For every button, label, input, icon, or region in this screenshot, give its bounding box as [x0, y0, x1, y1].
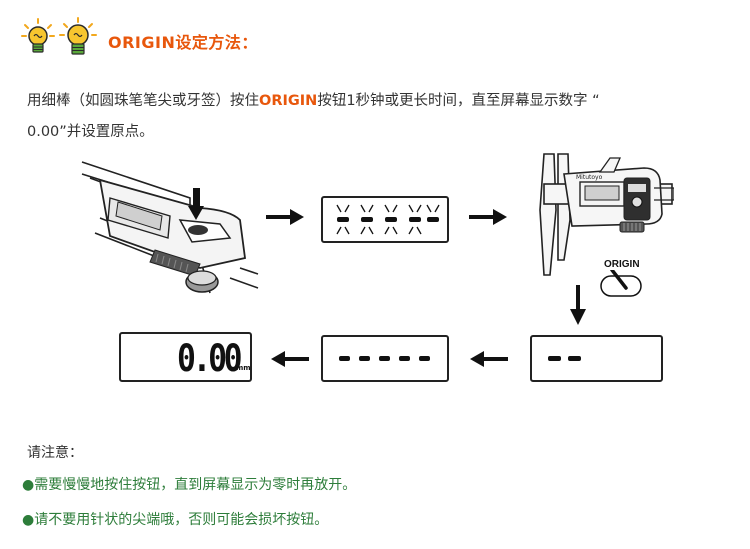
- caliper-illustration: Mitutoyo: [539, 153, 674, 276]
- lightbulb-icon: [59, 17, 97, 55]
- caliper-press-illustration: [81, 161, 259, 294]
- origin-button-label: ORIGIN: [604, 259, 640, 270]
- instruction-paragraph: 用细棒（如圆珠笔笔尖或牙签）按住ORIGIN按钮1秒钟或更长时间，直至屏幕显示数…: [27, 86, 727, 148]
- note-item: ●请不要用针状的尖端哦，否则可能会损坏按钮。: [22, 512, 329, 528]
- flashing-dashes-display: [336, 204, 440, 235]
- caliper-brand-text: Mitutoyo: [576, 174, 603, 181]
- lcd-two-dashes: [530, 335, 663, 382]
- instruction-text-line2: 0.00”并设置原点。: [27, 124, 154, 140]
- lcd-five-dashes: [321, 335, 449, 382]
- arrow-down-icon: [570, 285, 586, 325]
- instruction-text-start: 用细棒（如圆珠笔笔尖或牙签）按住: [27, 93, 259, 109]
- zero-reading-value: 0.00: [177, 337, 243, 380]
- lcd-flashing-dashes: [321, 196, 449, 243]
- origin-button-icon: [600, 270, 642, 297]
- arrow-left-icon: [470, 351, 508, 367]
- instruction-text-end: 按钮1秒钟或更长时间，直至屏幕显示数字 “: [317, 93, 600, 109]
- two-dashes-display: [548, 356, 581, 361]
- origin-keyword: ORIGIN: [259, 93, 318, 109]
- note-item: ●需要慢慢地按住按钮，直到屏幕显示为零时再放开。: [22, 477, 357, 493]
- arrow-left-icon: [271, 351, 309, 367]
- section-title: ORIGIN设定方法：: [108, 33, 258, 52]
- five-dashes-display: [339, 356, 430, 361]
- arrow-right-icon: [266, 209, 304, 225]
- lightbulb-icon: [21, 18, 55, 53]
- zero-reading-unit: mm: [236, 364, 251, 372]
- lcd-zero-reading: 0.00 mm: [119, 332, 252, 382]
- notes-heading: 请注意：: [27, 445, 83, 461]
- arrow-right-icon: [469, 209, 507, 225]
